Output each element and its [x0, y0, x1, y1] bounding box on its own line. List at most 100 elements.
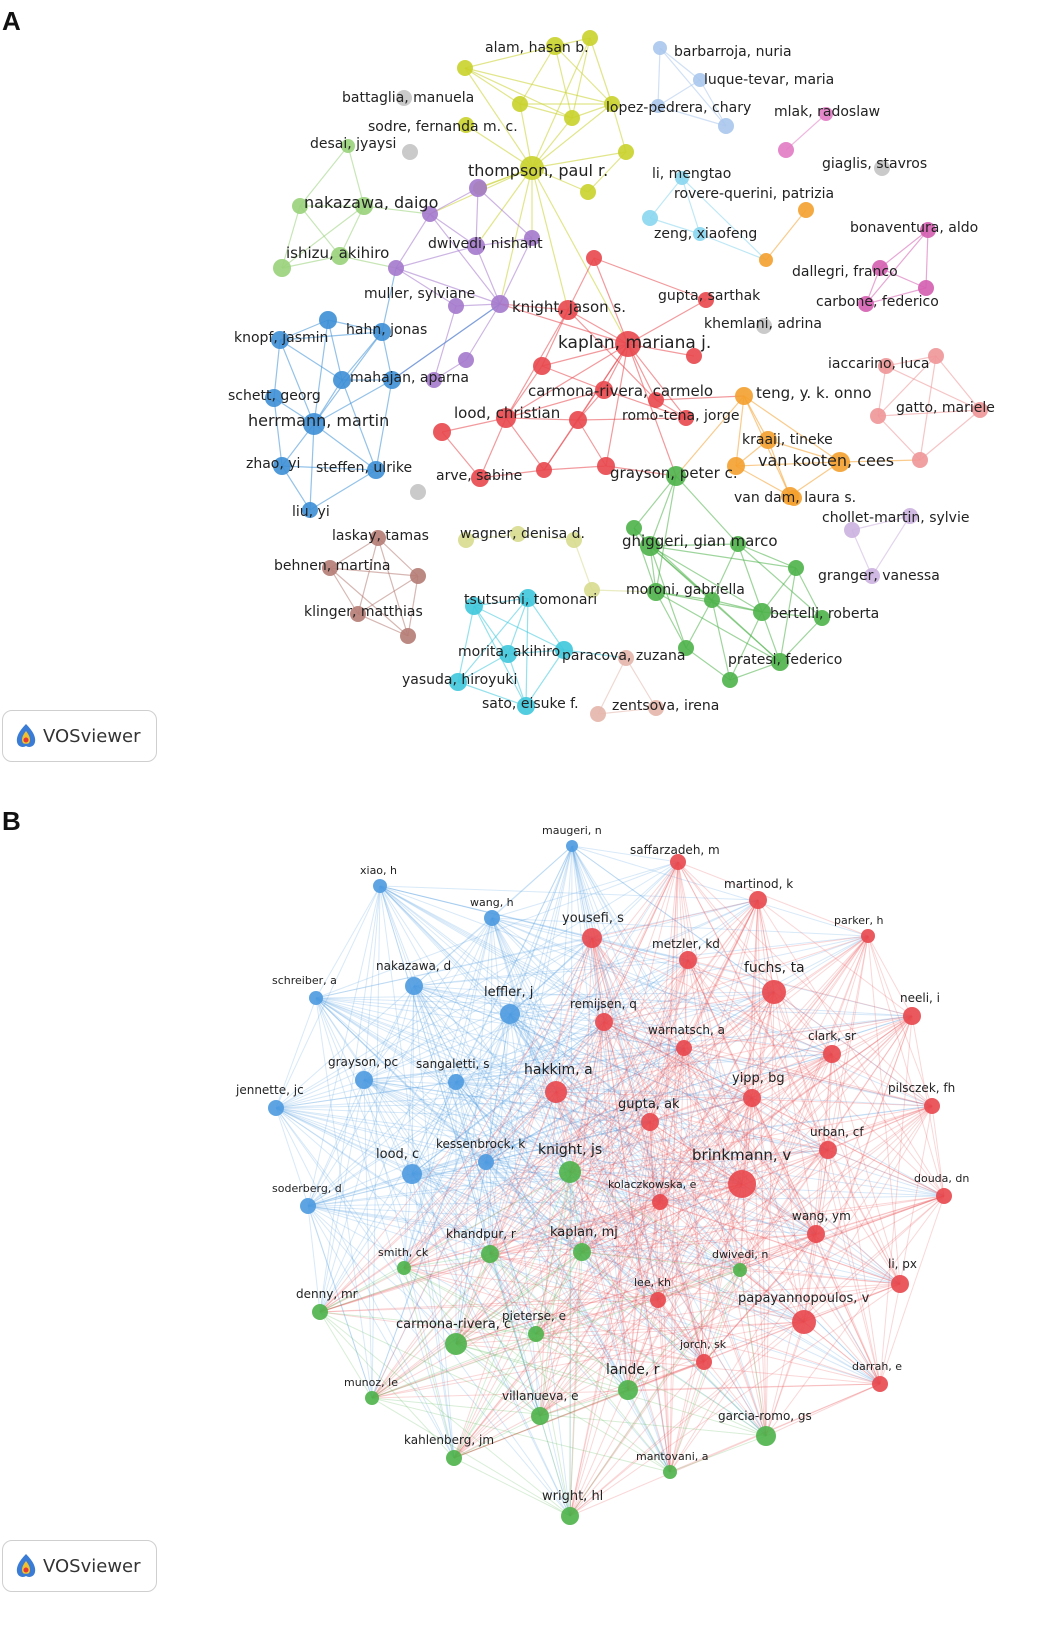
node-wagner[interactable] [458, 532, 474, 548]
node-laskay[interactable] [370, 530, 386, 546]
node-parker[interactable] [861, 929, 875, 943]
node-muller[interactable] [491, 295, 509, 313]
node-pieterse[interactable] [528, 1326, 544, 1342]
node-kaplan[interactable] [615, 331, 641, 357]
node-gr11[interactable] [678, 640, 694, 656]
node-knight_js[interactable] [559, 1161, 581, 1183]
node-rovere[interactable] [759, 253, 773, 267]
node-ol3[interactable] [566, 532, 582, 548]
node-li1[interactable] [844, 522, 860, 538]
node-villanueva[interactable] [531, 1407, 549, 1425]
node-jorch[interactable] [696, 1354, 712, 1370]
node-yousefi[interactable] [582, 928, 602, 948]
node-gatto[interactable] [972, 402, 988, 418]
node-yipp[interactable] [743, 1089, 761, 1107]
node-gr9[interactable] [814, 610, 830, 626]
node-lg3[interactable] [292, 198, 308, 214]
node-li_m[interactable] [675, 171, 689, 185]
node-soderberg[interactable] [300, 1198, 316, 1214]
node-knopf[interactable] [271, 331, 289, 349]
node-dwivedi[interactable] [467, 237, 485, 255]
node-wright[interactable] [561, 1507, 579, 1525]
node-remijsen[interactable] [595, 1013, 613, 1031]
node-p5[interactable] [388, 260, 404, 276]
node-carmona[interactable] [595, 381, 613, 399]
node-gr4[interactable] [730, 536, 746, 552]
node-clark[interactable] [823, 1045, 841, 1063]
node-r14[interactable] [597, 457, 615, 475]
node-garcia[interactable] [756, 1426, 776, 1446]
node-y8[interactable] [580, 184, 596, 200]
node-douda[interactable] [936, 1188, 952, 1204]
node-pk1[interactable] [778, 142, 794, 158]
node-ro2[interactable] [590, 706, 606, 722]
node-sa4[interactable] [870, 408, 886, 424]
node-lopez[interactable] [718, 118, 734, 134]
node-neeli[interactable] [903, 1007, 921, 1025]
node-khemlani[interactable] [756, 318, 772, 334]
node-metzler[interactable] [679, 951, 697, 969]
node-xiao[interactable] [373, 879, 387, 893]
node-mahajan[interactable] [333, 371, 351, 389]
node-zeng[interactable] [693, 227, 707, 241]
node-martinod[interactable] [749, 891, 767, 909]
node-zhao[interactable] [273, 457, 291, 475]
node-ol4[interactable] [584, 582, 600, 598]
node-br5[interactable] [400, 628, 416, 644]
node-nakazawa[interactable] [355, 197, 373, 215]
node-sk3[interactable] [642, 210, 658, 226]
node-r15[interactable] [648, 392, 664, 408]
node-battaglia[interactable] [396, 90, 412, 106]
node-p1[interactable] [469, 179, 487, 197]
node-ghiggeri[interactable] [640, 536, 660, 556]
node-lg5[interactable] [273, 259, 291, 277]
node-chollet[interactable] [902, 508, 918, 524]
node-yasuda[interactable] [449, 673, 467, 691]
node-urban[interactable] [819, 1141, 837, 1159]
node-br3[interactable] [410, 568, 426, 584]
node-maugeri[interactable] [566, 840, 578, 852]
node-kahlenberg[interactable] [446, 1450, 462, 1466]
node-knight[interactable] [558, 300, 578, 320]
node-khandpur[interactable] [481, 1245, 499, 1263]
node-kaplan_mj[interactable] [573, 1243, 591, 1261]
node-giaglis[interactable] [874, 160, 890, 176]
node-granger[interactable] [864, 568, 880, 584]
node-gr12[interactable] [722, 672, 738, 688]
node-vandam[interactable] [786, 490, 802, 506]
node-dwivedi_n[interactable] [733, 1263, 747, 1277]
node-dallegri[interactable] [872, 260, 888, 276]
node-teng[interactable] [735, 387, 753, 405]
node-or6[interactable] [727, 457, 745, 475]
node-gupta_s[interactable] [698, 292, 714, 308]
node-iaccarino[interactable] [878, 358, 894, 374]
node-schreiber[interactable] [309, 991, 323, 1005]
node-y4[interactable] [512, 96, 528, 112]
node-carbone[interactable] [858, 296, 874, 312]
node-sato[interactable] [517, 697, 535, 715]
vosviewer-badge-a[interactable]: VOSviewer [2, 710, 157, 762]
node-vankooten[interactable] [830, 452, 850, 472]
node-pratesi[interactable] [771, 653, 789, 671]
node-mantovani[interactable] [663, 1465, 677, 1479]
node-wang_h[interactable] [484, 910, 500, 926]
node-arve[interactable] [471, 469, 489, 487]
node-r11[interactable] [433, 423, 451, 441]
node-pilsczek[interactable] [924, 1098, 940, 1114]
node-lood_c[interactable] [402, 1164, 422, 1184]
node-ol2[interactable] [510, 526, 526, 542]
node-darrah[interactable] [872, 1376, 888, 1392]
node-papayannopoulos[interactable] [792, 1310, 816, 1334]
node-barbarroja[interactable] [653, 41, 667, 55]
node-mlak[interactable] [819, 107, 833, 121]
node-lb1[interactable] [651, 99, 665, 113]
node-gr5[interactable] [788, 560, 804, 576]
node-p9[interactable] [426, 372, 442, 388]
node-wang_ym[interactable] [807, 1225, 825, 1243]
node-herrmann[interactable] [303, 413, 325, 435]
node-munoz[interactable] [365, 1391, 379, 1405]
node-y5[interactable] [564, 110, 580, 126]
node-r5[interactable] [686, 348, 702, 364]
node-morita[interactable] [499, 645, 517, 663]
node-fuchs[interactable] [762, 980, 786, 1004]
